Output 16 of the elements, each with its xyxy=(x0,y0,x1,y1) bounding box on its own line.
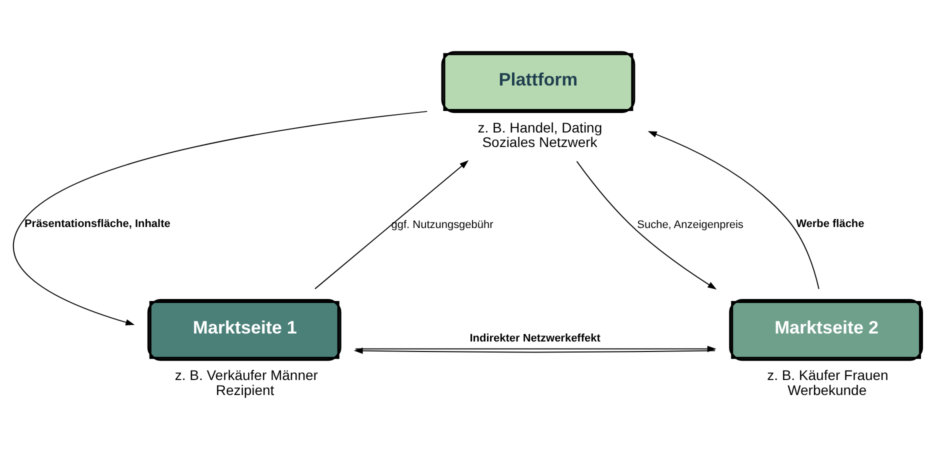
node-label: z. B. Handel, Dating xyxy=(477,118,602,135)
edge-label: Suche, Anzeigenpreis xyxy=(636,218,743,230)
edge-label: Werbe fläche xyxy=(796,217,864,230)
arrow xyxy=(314,160,468,289)
node-label: Rezipient xyxy=(215,382,274,398)
arrow xyxy=(647,130,819,289)
node-label: Soziales Netzwerk xyxy=(482,134,597,150)
node-label: Werbekunde xyxy=(787,382,866,398)
edge-label: ggf. Nutzungsgebühr xyxy=(390,218,493,230)
arrow xyxy=(353,347,716,354)
arrow xyxy=(12,110,428,325)
edge-label: Präsentationsfläche, Inhalte xyxy=(24,217,170,230)
edge-label: Indirekter Netzwerkeffekt xyxy=(469,332,600,344)
node-label: z. B. Verkäufer Männer xyxy=(174,366,318,383)
arrow xyxy=(576,160,716,290)
node-label: z. B. Käufer Frauen xyxy=(766,366,888,383)
